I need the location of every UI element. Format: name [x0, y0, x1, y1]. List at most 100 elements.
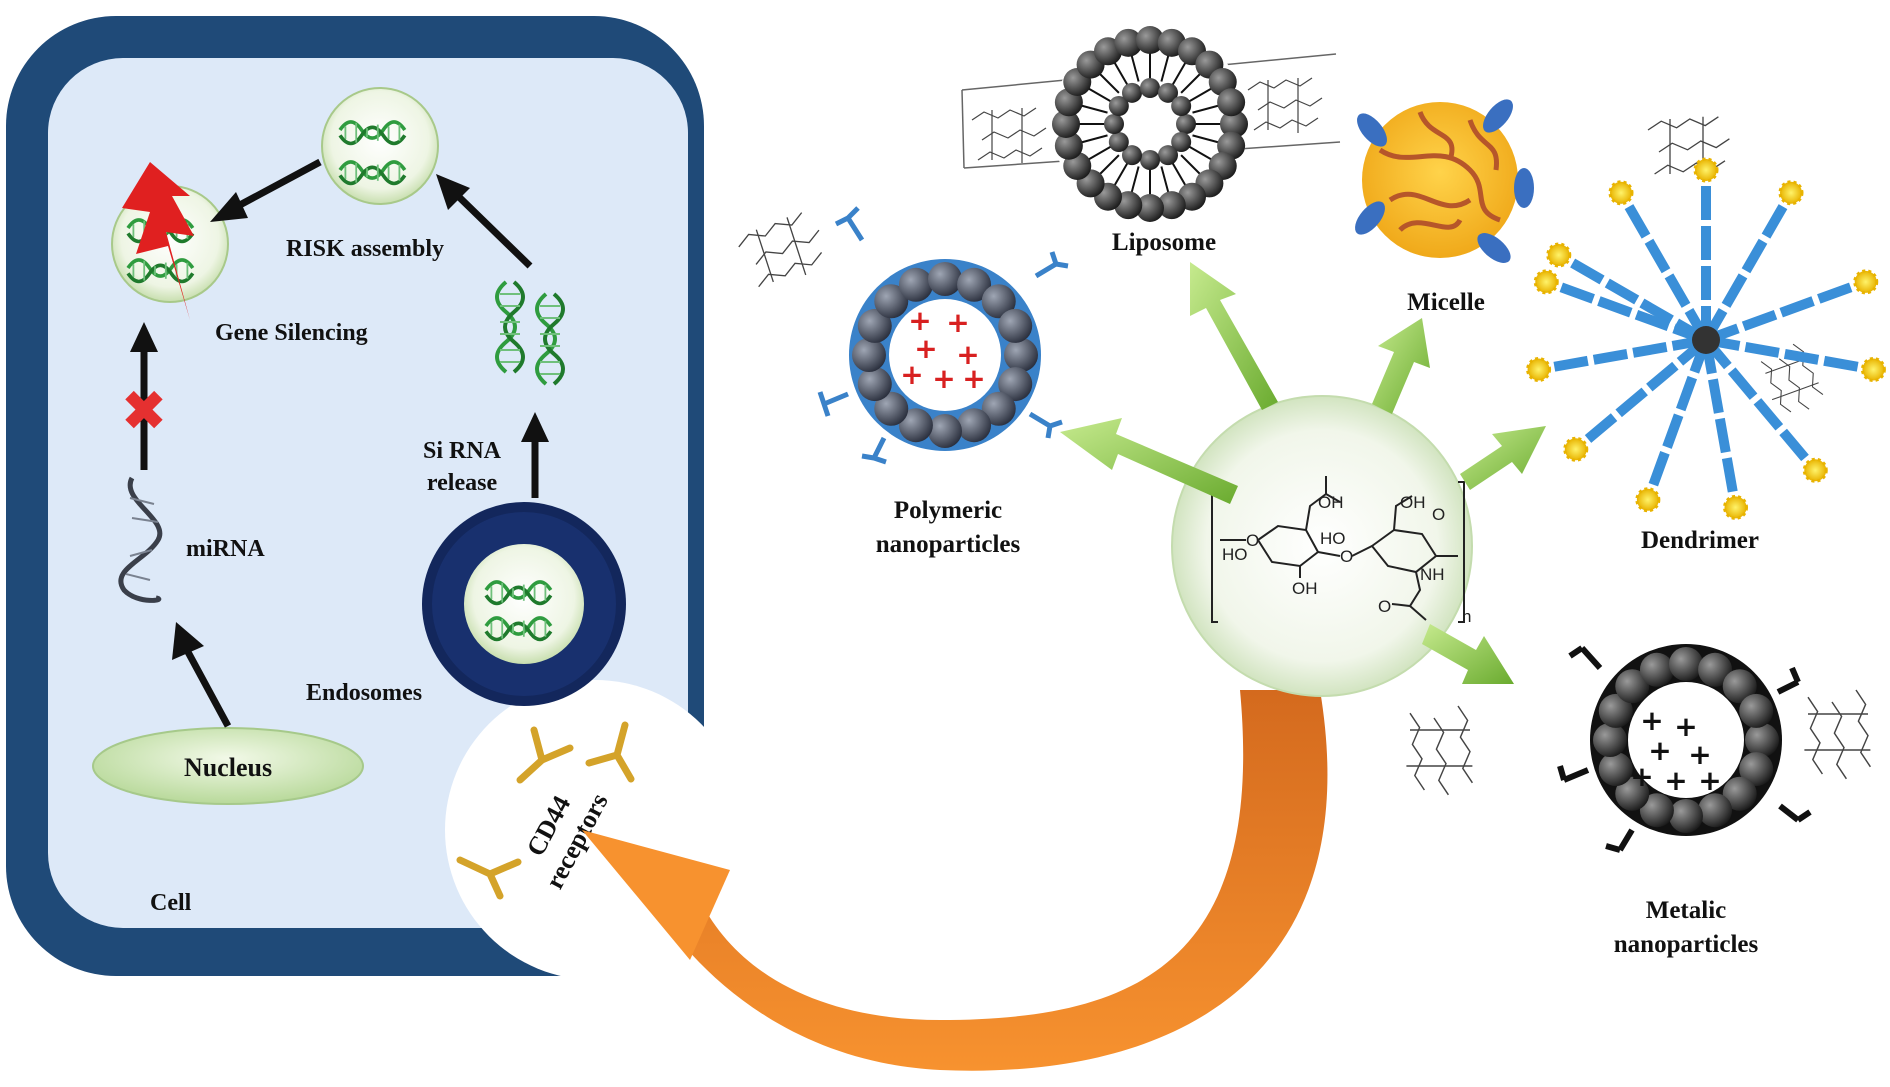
- sirna-release-line1: Si RNA: [423, 438, 502, 464]
- svg-text:+: +: [946, 306, 969, 339]
- dendrimer-branch: [1701, 190, 1796, 343]
- metallic-shell-ball: [1698, 652, 1733, 687]
- polymeric-shell-ball: [1004, 338, 1038, 372]
- dendrimer-branch: [1701, 339, 1741, 509]
- polymeric-shell-ball: [928, 262, 962, 296]
- svg-text:+: +: [1688, 738, 1711, 771]
- dendrimer-terminal-star-icon: [1860, 357, 1886, 383]
- micelle-label: Micelle: [1407, 289, 1485, 316]
- svg-text:+: +: [1698, 764, 1721, 797]
- hyaluronic-acid-center: OH OH HO HO OH NH O O O O n: [1171, 395, 1473, 697]
- metallic-ligand-icons: [1557, 645, 1812, 853]
- metallic-shell-ball: [1745, 723, 1779, 757]
- dendrimer-terminal-star-icon: [1563, 436, 1589, 462]
- svg-text:+: +: [1674, 710, 1697, 743]
- liposome-inner-head: [1140, 150, 1160, 170]
- dendrimer-branch: [1702, 336, 1820, 474]
- polymeric-shell-ball: [898, 267, 933, 302]
- svg-text:+: +: [1630, 760, 1653, 793]
- liposome-head: [1114, 28, 1143, 57]
- dendrimer: Dendrimer: [1526, 116, 1886, 554]
- polymeric-shell-ball: [874, 284, 909, 319]
- metallic-shell-ball: [1615, 776, 1650, 811]
- ha-oh-bottom: OH: [1292, 579, 1318, 598]
- polymeric-shell-ball: [957, 267, 992, 302]
- svg-text:+: +: [956, 338, 979, 371]
- liposome-inner-head: [1171, 96, 1192, 116]
- metallic-shell-ball: [1669, 799, 1703, 833]
- dendrimer-branch: [1616, 190, 1711, 343]
- svg-text:+: +: [1640, 704, 1663, 737]
- cell-label: Cell: [150, 890, 192, 916]
- liposome-inner-head: [1108, 96, 1129, 116]
- nucleus-label: Nucleus: [184, 753, 272, 782]
- ha-ho-mid: HO: [1320, 529, 1346, 548]
- metallic-shell-ball: [1593, 723, 1627, 757]
- metallic-shell-ball: [1639, 652, 1674, 687]
- svg-text:+: +: [900, 358, 923, 391]
- metallic-shell-ball: [1739, 693, 1774, 728]
- liposome-inner-head: [1122, 145, 1142, 166]
- dendrimer-branches: [1526, 157, 1886, 520]
- svg-text:+: +: [962, 362, 985, 395]
- blocked-cross-icon: ✖: [121, 379, 168, 444]
- dendrimer-terminal-star-icon: [1693, 157, 1719, 183]
- polymeric-shell-ball: [957, 408, 992, 443]
- metallic-shell-ball: [1722, 669, 1757, 704]
- dendrimer-branch: [1643, 338, 1711, 502]
- metallic-cargo-plus-icons: + + + + + + +: [1630, 704, 1721, 797]
- ha-structure: [1211, 476, 1465, 623]
- liposome-outer-heads: [1052, 26, 1248, 222]
- ha-o-link2: O: [1340, 547, 1353, 566]
- arrow-risk-to-silencing: [210, 158, 322, 222]
- dendrimer-terminal-star-icon: [1802, 457, 1828, 483]
- liposome-label: Liposome: [1112, 229, 1216, 256]
- liposome-inner-head: [1158, 145, 1178, 166]
- metallic-shell-ball: [1722, 776, 1757, 811]
- metallic-shell-ball: [1598, 693, 1633, 728]
- liposome-head: [1217, 88, 1246, 117]
- lightning-icon: [122, 162, 194, 320]
- polymeric-label-line1: Polymeric: [894, 497, 1002, 524]
- dendrimer-terminal-star-icon: [1608, 180, 1634, 206]
- liposome-head: [1052, 110, 1080, 138]
- ha-o-link3: O: [1432, 505, 1445, 524]
- risk-assembly-sphere: [321, 87, 439, 205]
- dendrimer-branch: [1572, 336, 1710, 454]
- dendrimer-branch: [1705, 335, 1875, 375]
- polymeric-shell-ball: [898, 408, 933, 443]
- svg-text:+: +: [1664, 764, 1687, 797]
- dendrimer-label: Dendrimer: [1641, 527, 1759, 554]
- ha-oh-top-left: OH: [1318, 493, 1344, 512]
- svg-text:+: +: [932, 362, 955, 395]
- polymeric-shell-ball: [928, 414, 962, 448]
- ha-o-link1: O: [1246, 531, 1259, 550]
- polymeric-shell-ball: [981, 284, 1016, 319]
- dendrimer-branch: [1537, 335, 1707, 375]
- liposome-head: [1054, 131, 1083, 160]
- dendrimer-terminal-star-icon: [1778, 180, 1804, 206]
- svg-text:+: +: [908, 304, 931, 337]
- micelle-cap-icons: [1355, 99, 1534, 263]
- polymeric-shell-ball: [981, 391, 1016, 426]
- micelle: Micelle: [1355, 99, 1534, 316]
- metallic-shell-ball: [1698, 793, 1733, 828]
- liposome-inner-heads: [1104, 78, 1196, 170]
- ha-o-carbonyl: O: [1378, 597, 1391, 616]
- liposome-head: [1136, 194, 1164, 222]
- polymeric-label-line2: nanoparticles: [876, 531, 1021, 558]
- nucleus: Nucleus: [92, 727, 364, 805]
- arrow-to-micelle: [1372, 318, 1430, 414]
- metallic-shell-ball: [1739, 752, 1774, 787]
- metallic-shell-balls: [1593, 647, 1779, 833]
- dendrimer-terminal-star-icon: [1533, 269, 1559, 295]
- dendrimer-terminal-star-icon: [1526, 357, 1552, 383]
- polymeric-shell-ball: [857, 367, 892, 402]
- metallic-shell-ball: [1669, 647, 1703, 681]
- polymeric-ligand-icons: [817, 206, 1069, 465]
- liposome-head: [1157, 191, 1186, 220]
- liposome-inner-head: [1171, 132, 1192, 152]
- liposome: Liposome: [961, 26, 1341, 256]
- polymeric-nanoparticle: + + + + + + + Polymeric nanoparticles: [734, 206, 1069, 558]
- liposome-head: [1136, 26, 1164, 54]
